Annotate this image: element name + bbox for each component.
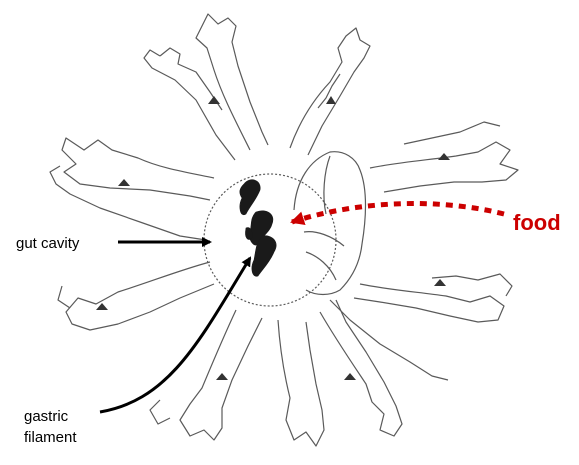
stomach-pouch xyxy=(294,152,366,295)
arm-bottom xyxy=(278,320,324,446)
arm-right-upper xyxy=(370,142,518,192)
gastric-filament-label-line2: filament xyxy=(24,429,77,446)
arm-bottom-right xyxy=(320,300,402,436)
arm-left-lower xyxy=(66,262,214,330)
arm-top-left xyxy=(196,14,268,150)
gastric-filament-label-line1: gastric xyxy=(24,408,69,425)
arm-left-upper xyxy=(62,138,214,200)
food-arrow xyxy=(292,204,504,222)
arm-top-right xyxy=(290,28,370,155)
gastric-filament-arrow xyxy=(100,258,250,412)
tentacle-tufts xyxy=(96,96,450,380)
pointer-arrows xyxy=(100,242,250,412)
body-outline xyxy=(50,14,518,446)
food-label: food xyxy=(513,210,561,235)
arm-right-lower xyxy=(354,284,504,322)
gut-cavity-label: gut cavity xyxy=(16,235,80,252)
gastric-filaments xyxy=(240,180,276,277)
